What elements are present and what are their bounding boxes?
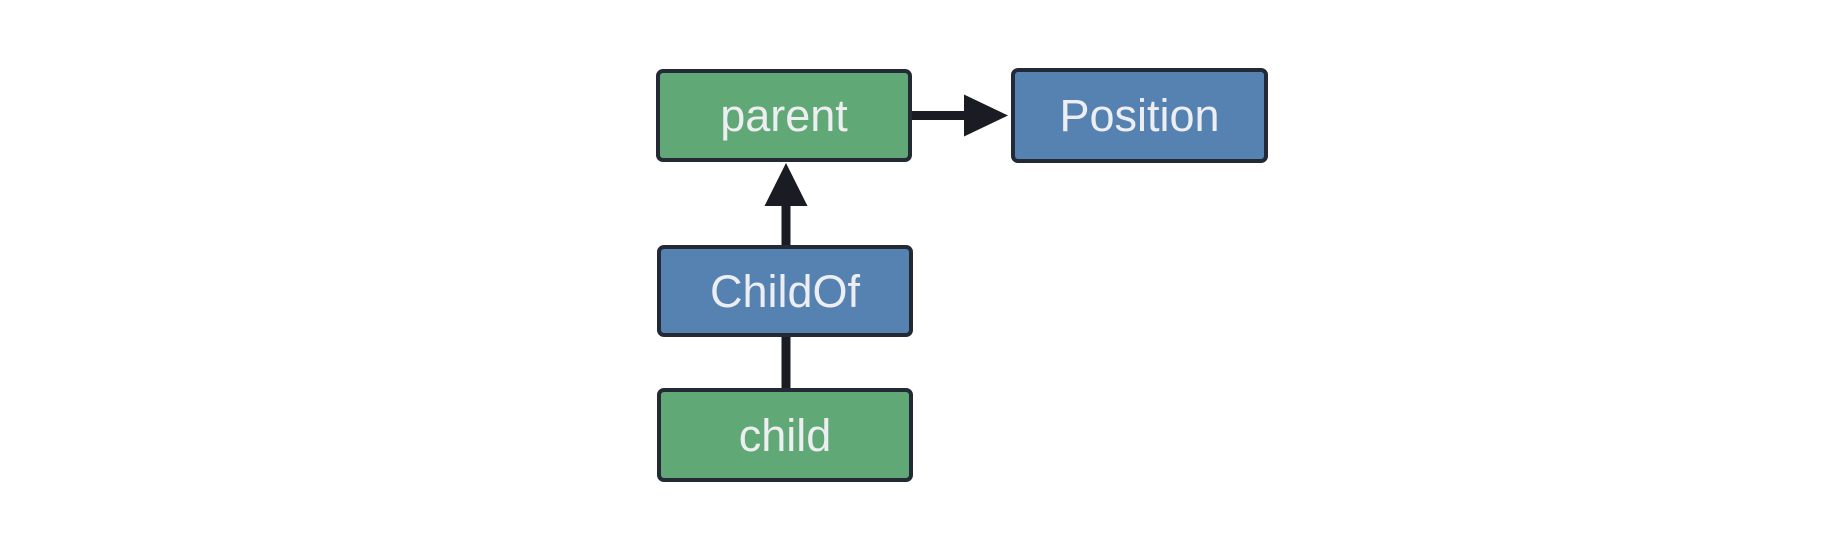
edge-childof-to-parent-arrow: [764, 163, 808, 247]
node-position: Position: [1011, 68, 1268, 163]
edge-parent-to-position-arrow: [912, 94, 1008, 137]
node-child: child: [657, 388, 913, 482]
edge-child-to-childof-line: [781, 335, 791, 390]
node-parent-label: parent: [720, 90, 848, 141]
node-childof-label: ChildOf: [709, 265, 861, 317]
node-parent: parent: [656, 69, 912, 162]
node-childof: ChildOf: [657, 245, 913, 337]
node-position-label: Position: [1059, 90, 1220, 141]
node-child-label: child: [738, 409, 832, 461]
